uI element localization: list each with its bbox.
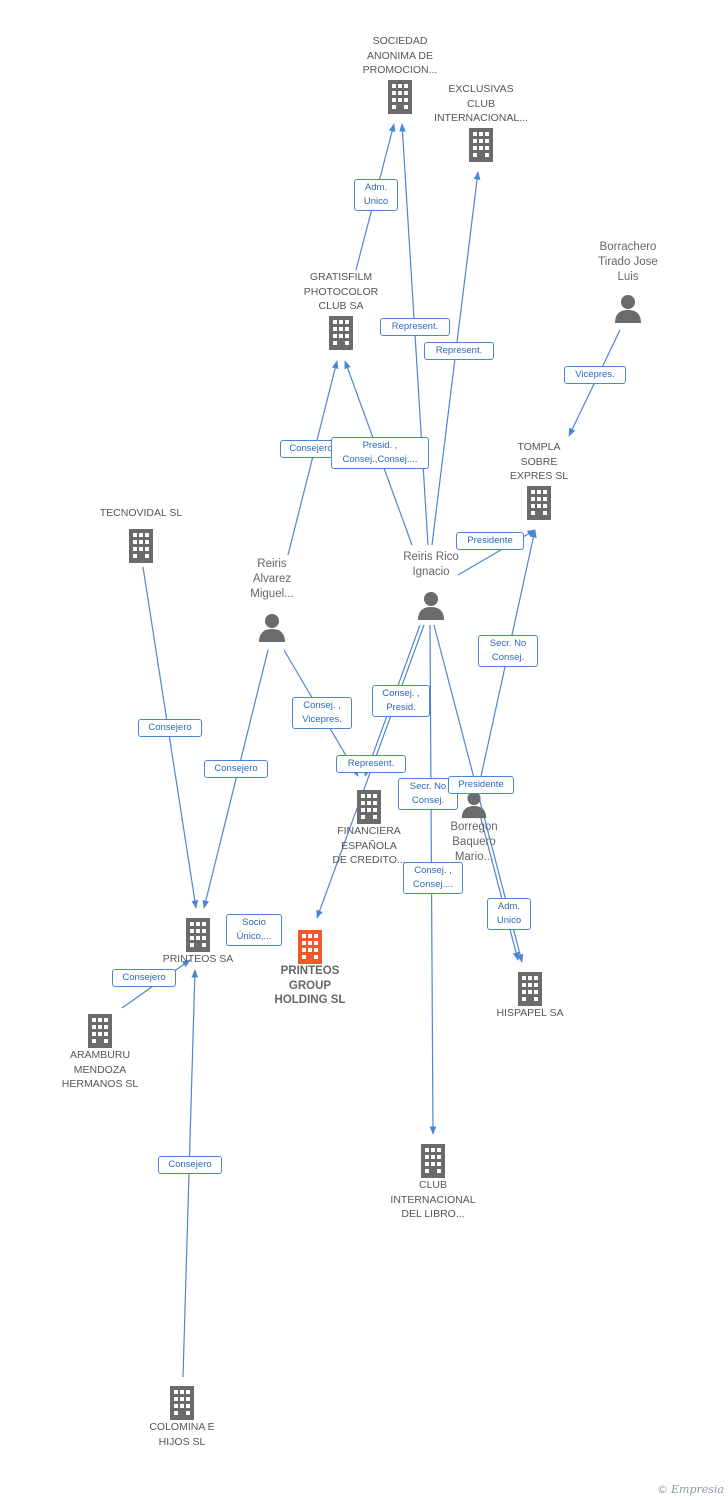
relation-label[interactable]: Consej. , Vicepres. — [292, 697, 352, 729]
building-icon — [357, 790, 381, 824]
node-label: PRINTEOS GROUP HOLDING SL — [274, 965, 346, 1006]
node-label: GRATISFILM PHOTOCOLOR CLUB SA — [303, 271, 379, 312]
relation-label[interactable]: Presidente — [448, 776, 514, 794]
node-borrachero[interactable]: Borrachero Tirado Jose Luis — [580, 240, 676, 325]
relation-label[interactable]: Consejero — [158, 1156, 222, 1174]
building-icon — [388, 79, 412, 114]
node-financiera[interactable]: FINANCIERA ESPAÑOLA DE CREDITO... — [324, 788, 414, 868]
node-label: ARAMBURU MENDOZA HERMANOS SL — [61, 1049, 139, 1090]
building-icon — [421, 1144, 445, 1178]
relation-label[interactable]: Presidente — [456, 532, 524, 550]
building-icon — [298, 930, 322, 964]
node-colomina[interactable]: COLOMINA E HIJOS SL — [134, 1384, 230, 1449]
relation-label[interactable]: Consejero — [204, 760, 268, 778]
relation-label[interactable]: Socio Único,... — [226, 914, 282, 946]
node-label: HISPAPEL SA — [496, 1007, 564, 1019]
building-icon — [527, 485, 551, 520]
node-printeos-group-focus[interactable]: PRINTEOS GROUP HOLDING SL — [262, 928, 358, 1008]
relation-label[interactable]: Consejero — [112, 969, 176, 987]
node-label: SOCIEDAD ANONIMA DE PROMOCION... — [362, 35, 438, 76]
edge-alvarez-printeos — [202, 649, 269, 909]
node-borregon[interactable]: Borregon Baquero Mario... — [436, 790, 512, 865]
node-aramburu[interactable]: ARAMBURU MENDOZA HERMANOS SL — [50, 1012, 150, 1092]
copyright-symbol: © — [657, 1483, 668, 1496]
relation-label[interactable]: Adm. Unico — [487, 898, 531, 930]
edge-alvarez-gratisfilm — [287, 360, 339, 556]
node-label: PRINTEOS SA — [162, 953, 234, 965]
relation-label[interactable]: Adm. Unico — [354, 179, 398, 211]
empresia-logo: ©Empresia — [657, 1483, 724, 1496]
relation-label[interactable]: Represent. — [380, 318, 450, 336]
building-icon — [186, 918, 210, 952]
building-icon — [329, 315, 353, 350]
node-label: TOMPLA SOBRE EXPRES SL — [509, 441, 569, 482]
building-icon — [88, 1014, 112, 1048]
building-icon — [469, 127, 493, 162]
edge-borregon-hispapel — [479, 814, 520, 961]
person-icon — [461, 791, 487, 819]
node-exclusivas-club[interactable]: EXCLUSIVAS CLUB INTERNACIONAL... — [426, 82, 536, 162]
node-label: Borrachero Tirado Jose Luis — [598, 241, 658, 283]
person-icon — [615, 295, 641, 323]
node-label: EXCLUSIVAS CLUB INTERNACIONAL... — [434, 83, 528, 124]
node-printeos-sa[interactable]: PRINTEOS SA — [150, 916, 246, 967]
node-label: CLUB INTERNACIONAL DEL LIBRO... — [390, 1179, 476, 1220]
relation-label[interactable]: Presid. , Consej.,Consej.... — [331, 437, 429, 469]
relation-label[interactable]: Consejero — [138, 719, 202, 737]
relation-label[interactable]: Represent. — [336, 755, 406, 773]
node-tompla[interactable]: TOMPLA SOBRE EXPRES SL — [496, 440, 582, 520]
node-hispapel[interactable]: HISPAPEL SA — [482, 970, 578, 1021]
node-reiris-rico[interactable]: Reiris Rico Ignacio — [386, 550, 476, 622]
relation-label[interactable]: Represent. — [424, 342, 494, 360]
brand-name: Empresia — [671, 1483, 724, 1496]
node-reiris-alvarez[interactable]: Reiris Alvarez Miguel... — [232, 557, 312, 644]
node-gratisfilm[interactable]: GRATISFILM PHOTOCOLOR CLUB SA — [291, 270, 391, 350]
building-icon — [518, 972, 542, 1006]
building-icon — [129, 528, 153, 563]
relation-label[interactable]: Vicepres. — [564, 366, 626, 384]
relation-label[interactable]: Consejero — [280, 440, 342, 458]
node-label: FINANCIERA ESPAÑOLA DE CREDITO... — [332, 825, 406, 866]
relation-label[interactable]: Consej. , Presid. — [372, 685, 430, 717]
node-label: COLOMINA E HIJOS SL — [149, 1421, 215, 1448]
node-label: Borregon Baquero Mario... — [450, 821, 498, 863]
building-icon — [170, 1386, 194, 1420]
edge-tecnovidal-printeos — [142, 566, 199, 909]
node-label: Reiris Rico Ignacio — [403, 551, 459, 578]
node-sociedad-anonima[interactable]: SOCIEDAD ANONIMA DE PROMOCION... — [350, 34, 450, 114]
person-icon — [259, 614, 285, 642]
person-icon — [418, 592, 444, 620]
node-tecnovidal[interactable]: TECNOVIDAL SL — [88, 506, 194, 563]
relation-label[interactable]: Secr. No Consej. — [478, 635, 538, 667]
node-club-libro[interactable]: CLUB INTERNACIONAL DEL LIBRO... — [378, 1142, 488, 1222]
node-label: TECNOVIDAL SL — [99, 507, 183, 519]
node-label: Reiris Alvarez Miguel... — [250, 558, 294, 600]
relation-label[interactable]: Consej. , Consej.... — [403, 862, 463, 894]
